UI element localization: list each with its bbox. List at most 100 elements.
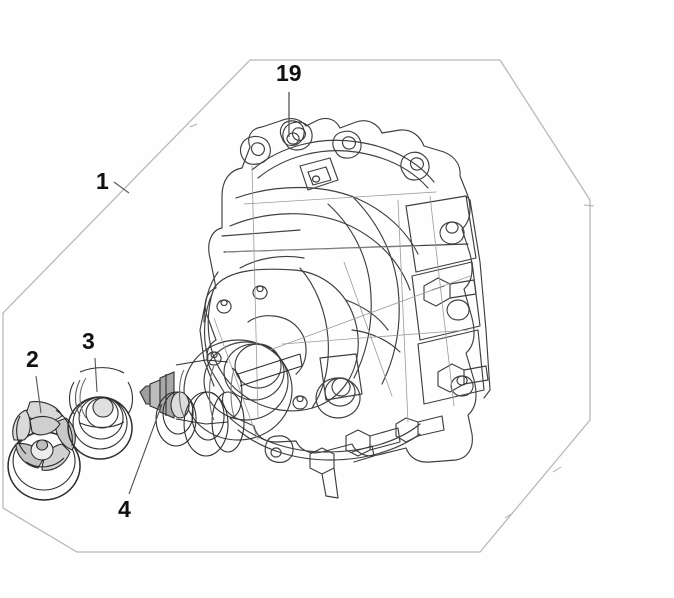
cover-rib-4	[239, 255, 305, 269]
callout-label-4[interactable]: 4	[118, 496, 131, 522]
shaft-rod-end	[299, 353, 303, 367]
bore-boss-c-hole	[256, 285, 264, 293]
callout-label-1[interactable]: 1	[96, 168, 109, 194]
cover-face-line-c	[327, 203, 372, 379]
seal-body-side	[68, 381, 75, 415]
shaft-shade-2	[208, 365, 215, 421]
cover-round-port-mid	[324, 377, 356, 407]
seal-groove-top	[79, 367, 125, 374]
cover-square-boss-dot	[312, 175, 321, 183]
cover-square-boss	[299, 157, 339, 191]
cover-bottom-lug-l	[264, 435, 294, 463]
cover-right-boss-3	[450, 375, 474, 397]
cover-top-lug-2	[282, 121, 313, 151]
callout-label-2[interactable]: 2	[26, 346, 39, 372]
frame-tick-upper-left	[189, 123, 198, 128]
octagon-frame	[2, 59, 591, 553]
cover-right-boss-3-bore	[456, 375, 468, 386]
bore-boss-d-hole	[296, 395, 304, 403]
impeller-vane-3	[41, 443, 71, 471]
cover-face-line-a	[235, 186, 419, 255]
hex-bolt-right-shank	[449, 279, 477, 299]
leader-4	[128, 403, 163, 495]
main-bore-seal-arc	[247, 315, 307, 375]
cover-top-ridge-inner	[257, 150, 429, 189]
frame-tick-lower-right-b	[504, 512, 514, 519]
cover-parting-line-2	[221, 229, 301, 237]
main-bore-flange-outline	[207, 268, 359, 412]
hex-bolt-right2-shank	[463, 365, 489, 385]
hidden-line-3	[269, 275, 471, 351]
impeller-hub-inner	[36, 439, 49, 451]
bore-boss-a	[216, 299, 232, 314]
hidden-line-8	[429, 195, 455, 407]
cover-top-lug-4-bore	[409, 157, 424, 171]
cover-left-edge-line	[199, 299, 215, 387]
cover-right-flange-edge	[465, 195, 491, 399]
cover-right-flange-3	[417, 329, 485, 405]
cover-rib-2	[345, 299, 389, 331]
shaft-rod-bottom	[239, 365, 303, 387]
cover-right-flange-2	[411, 261, 481, 341]
bottom-stud-3-shank	[417, 415, 445, 437]
cover-rib-1	[299, 267, 329, 409]
frame-tick-lower-right-a	[552, 466, 562, 473]
callout-label-19[interactable]: 19	[276, 60, 302, 86]
leader-2	[35, 375, 42, 414]
shaft-barrel-top	[175, 359, 207, 366]
cover-round-port-inner	[331, 377, 351, 397]
cover-right-boss-1-bore	[445, 221, 459, 234]
bottom-stud-4-shank	[351, 445, 375, 463]
seal-ring-4	[85, 397, 119, 429]
cover-right-boss-1	[439, 221, 465, 245]
shaft-barrel-bottom-2	[205, 421, 229, 425]
hidden-line-7	[397, 199, 409, 423]
cover-bottom-skirt	[229, 417, 421, 453]
shaft-shade-1	[178, 369, 185, 417]
cover-right-flange	[405, 195, 477, 273]
water-pump-impeller	[7, 401, 81, 501]
bore-boss-b-hole	[210, 351, 218, 359]
cover-bottom-skirt-2	[237, 429, 421, 461]
bore-boss-b	[206, 351, 222, 366]
bottom-stud-1-shank	[321, 467, 339, 499]
hidden-line-4	[281, 329, 469, 345]
cover-top-ridge	[251, 139, 435, 183]
cover-right-boss-2	[446, 299, 470, 321]
leader-1	[113, 181, 130, 194]
shaft-bearing-2-outer	[183, 391, 229, 457]
leader-3	[94, 357, 98, 393]
shaft-end-cap	[229, 367, 243, 419]
seal-shade-arc	[79, 377, 87, 419]
cover-square-boss-inner	[307, 166, 332, 186]
hidden-line-2	[243, 191, 437, 205]
frame-tick-right	[583, 204, 595, 207]
cover-round-port-outer	[315, 377, 361, 419]
cover-top-lug-3-bore	[341, 136, 356, 150]
cover-bottom-lug-l-bore	[270, 447, 282, 458]
callout-label-3[interactable]: 3	[82, 328, 95, 354]
seal-body-side-2	[127, 381, 134, 415]
shaft-barrel-bottom	[175, 418, 207, 425]
cover-left-lip	[203, 293, 213, 359]
seal-bore	[92, 397, 114, 418]
bolt-19-head	[279, 120, 305, 147]
impeller-vane-1	[25, 401, 63, 423]
shaft-bearing-3-outer	[211, 391, 245, 453]
main-bore-hole	[234, 343, 282, 389]
shaft-rod-top	[237, 353, 301, 375]
impeller-shade-3	[25, 457, 65, 468]
crankcase-cover-assembly	[183, 117, 491, 499]
seal-outer-ring	[67, 396, 133, 460]
water-pump-shaft-assembly	[139, 353, 303, 457]
hidden-line-1	[225, 245, 421, 253]
hidden-line-9	[213, 317, 259, 441]
seal-groove-bottom	[79, 421, 125, 428]
hidden-line-5	[343, 261, 393, 397]
bore-boss-d	[292, 395, 308, 410]
seal-ring-2	[72, 396, 128, 450]
shaft-bearing-1-mid	[162, 391, 194, 435]
